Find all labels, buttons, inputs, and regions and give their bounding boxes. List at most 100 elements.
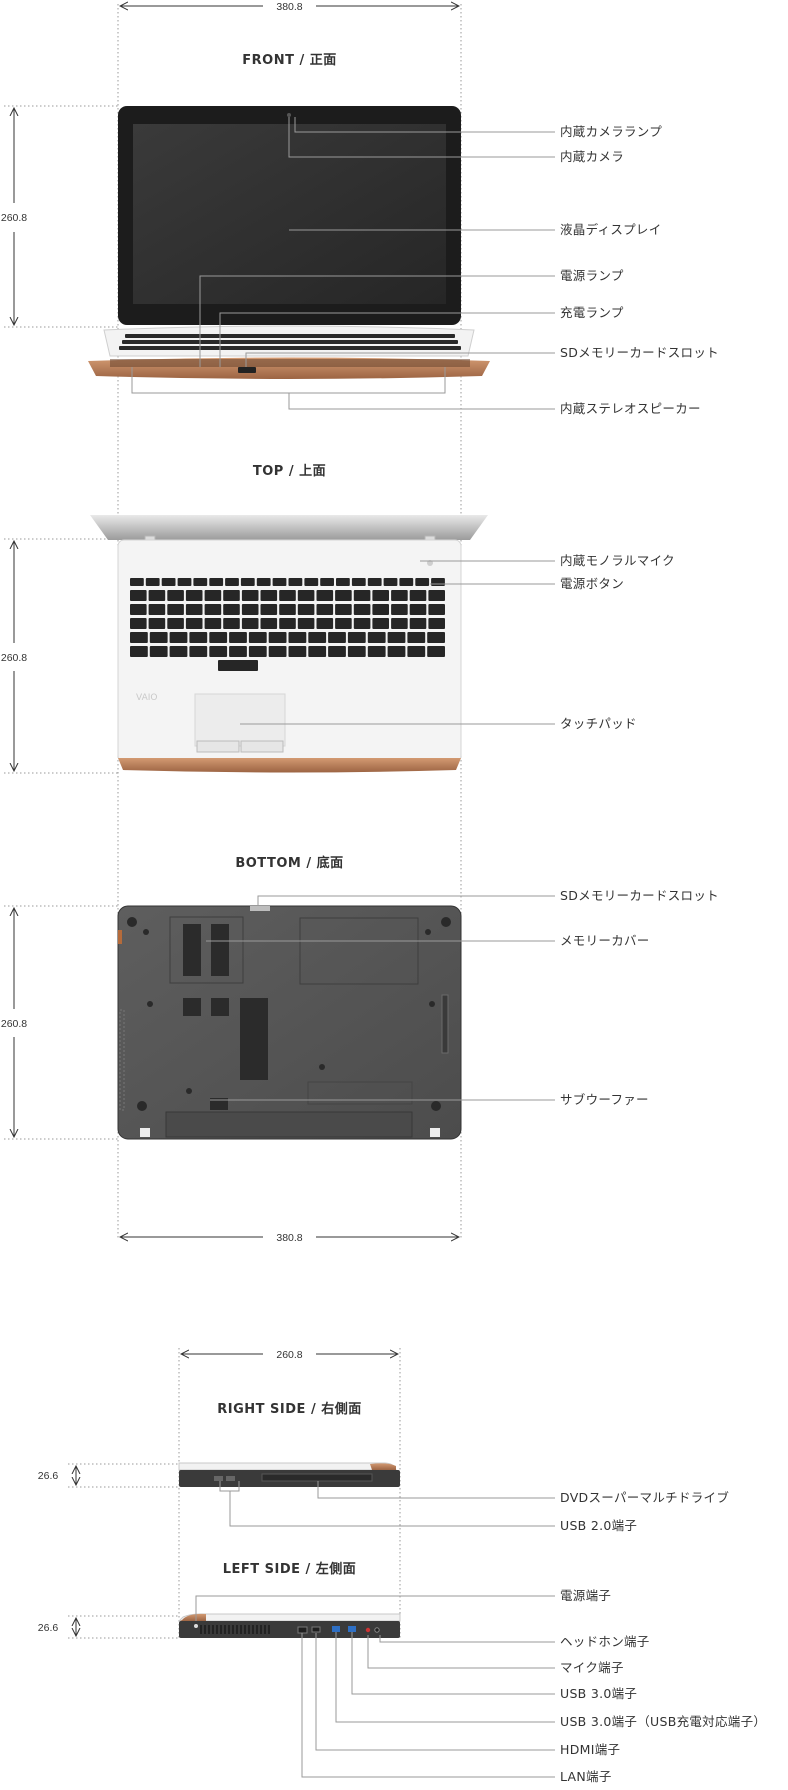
keyboard-key [347, 646, 366, 657]
keyboard-key [328, 646, 346, 657]
keyboard-key [248, 632, 267, 643]
vent-slot [236, 1625, 238, 1634]
keyboard-key [391, 604, 408, 615]
keyboard-key [428, 590, 445, 601]
keyboard-key [167, 590, 184, 601]
label-lan: LAN端子 [560, 1769, 612, 1784]
vent-slot [216, 1625, 218, 1634]
power-jack [194, 1624, 198, 1628]
top-labels: 内蔵モノラルマイク 電源ボタン タッチパッド [560, 553, 675, 731]
right-view-title: RIGHT SIDE / 右側面 [217, 1401, 361, 1417]
usb3-port [348, 1626, 356, 1632]
label-lcd: 液晶ディスプレイ [560, 222, 662, 237]
vent-slot [200, 1625, 202, 1634]
label-dvd-drive: DVDスーパーマルチドライブ [560, 1490, 729, 1505]
keyboard-key [223, 604, 240, 615]
vent-slot [240, 1625, 242, 1634]
keyboard-key [185, 618, 203, 629]
width-dimension-bottom: 380.8 [120, 1232, 459, 1244]
keyboard-key [229, 632, 247, 643]
top-leaders [240, 560, 555, 725]
top-view-title: TOP / 上面 [253, 464, 326, 479]
keyboard-key [272, 578, 287, 586]
keyboard [130, 578, 445, 671]
keyboard-key [209, 646, 228, 657]
keyboard-key [279, 590, 296, 601]
front-leaders [131, 117, 555, 410]
keyboard-key [209, 632, 228, 643]
label-memory-cover: メモリーカバー [560, 933, 650, 948]
label-headphone: ヘッドホン端子 [560, 1634, 650, 1649]
keyboard-key [130, 578, 144, 586]
front-labels: 内蔵カメラランプ 内蔵カメラ 液晶ディスプレイ 電源ランプ 充電ランプ SDメモ… [560, 124, 719, 416]
vent-slot [224, 1625, 226, 1634]
keyboard-key [367, 646, 386, 657]
laptop-right-side [178, 1462, 400, 1487]
headphone-jack [374, 1627, 380, 1633]
keyboard-key [288, 646, 307, 657]
keyboard-key [161, 578, 176, 586]
keyboard-key [209, 578, 224, 586]
keyboard-key [297, 590, 315, 601]
mic-jack [365, 1627, 371, 1633]
keyboard-key [304, 578, 319, 586]
label-front-sd-slot: SDメモリーカードスロット [560, 345, 719, 360]
label-charge-lamp: 充電ランプ [560, 305, 624, 320]
width-value-bottom: 380.8 [276, 1232, 302, 1244]
usb2-port-2 [226, 1476, 235, 1481]
hdmi-port [311, 1626, 321, 1633]
keyboard-key [241, 604, 259, 615]
left-view-title: LEFT SIDE / 左側面 [223, 1561, 357, 1577]
keyboard-key [248, 646, 267, 657]
side-depth-value: 260.8 [276, 1349, 302, 1361]
keyboard-key [223, 618, 240, 629]
keyboard-key [351, 578, 366, 586]
keyboard-key [189, 646, 208, 657]
keyboard-key [279, 618, 296, 629]
keyboard-key [149, 632, 168, 643]
keyboard-key [177, 578, 192, 586]
keyboard-key [399, 578, 414, 586]
keyboard-key [240, 578, 255, 586]
vent-slot [244, 1625, 246, 1634]
label-power-lamp: 電源ランプ [560, 268, 624, 283]
keyboard-key [391, 618, 408, 629]
keyboard-key [407, 632, 426, 643]
keyboard-key [316, 590, 334, 601]
laptop-bottom-illustration [117, 905, 462, 1140]
keyboard-key [335, 604, 352, 615]
keyboard-key [169, 646, 188, 657]
label-usb3-charge: USB 3.0端子（USB充電対応端子） [560, 1714, 766, 1729]
label-touchpad: タッチパッド [560, 716, 637, 731]
keyboard-key [335, 618, 352, 629]
keyboard-key [387, 632, 406, 643]
keyboard-key [316, 604, 334, 615]
label-mic: 内蔵モノラルマイク [560, 553, 675, 568]
vent-slot [260, 1625, 262, 1634]
front-sd-slot [238, 367, 256, 373]
label-camera-lamp: 内蔵カメラランプ [560, 124, 662, 139]
memory-cover [169, 916, 244, 984]
front-depth-dimension: 260.8 [1, 105, 118, 328]
touchpad [194, 693, 286, 747]
left-leaders [195, 1595, 555, 1778]
keyboard-key [130, 618, 147, 629]
label-subwoofer: サブウーファー [560, 1092, 649, 1107]
keyboard-key [260, 590, 278, 601]
bottom-labels: SDメモリーカードスロット メモリーカバー サブウーファー [560, 888, 719, 1107]
keyboard-key [189, 632, 208, 643]
front-depth-value: 260.8 [1, 212, 27, 224]
keyboard-key [223, 590, 240, 601]
keyboard-key [387, 646, 406, 657]
keyboard-key [335, 590, 352, 601]
keyboard-key [204, 618, 222, 629]
keyboard-key [148, 590, 166, 601]
keyboard-key [256, 578, 271, 586]
label-camera: 内蔵カメラ [560, 149, 624, 164]
laptop-front-illustration [88, 106, 490, 379]
label-usb2: USB 2.0端子 [560, 1518, 637, 1533]
keyboard-key [167, 618, 184, 629]
vent-slot [256, 1625, 258, 1634]
vent-slot [232, 1625, 234, 1634]
keyboard-key [409, 604, 427, 615]
